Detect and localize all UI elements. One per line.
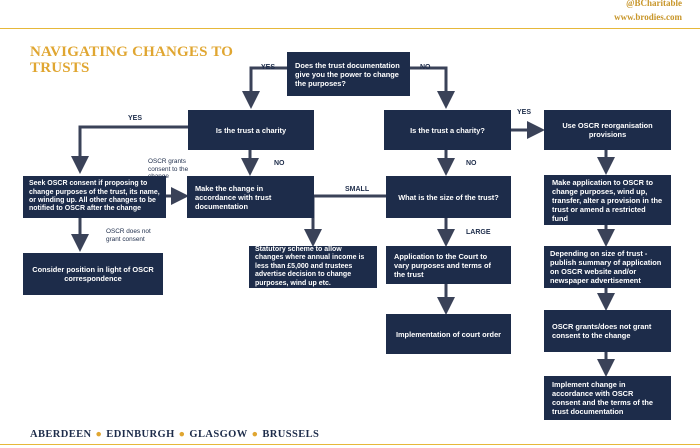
seek-consent-box: Seek OSCR consent if proposing to change… xyxy=(23,176,166,218)
reorg-provisions-text: Use OSCR reorganisation provisions xyxy=(562,121,653,139)
bullet-icon: ● xyxy=(95,429,103,440)
charity-question-left-text: Is the trust a charity xyxy=(215,125,287,135)
bullet-icon: ● xyxy=(178,429,186,440)
label-yes-top: YES xyxy=(261,64,276,71)
arrow-small xyxy=(304,194,386,247)
label-yes-left: YES xyxy=(128,115,143,122)
page-title: NAVIGATING CHANGES TO TRUSTS xyxy=(30,44,234,76)
label-oscr-not-grant: OSCR does not grant consent xyxy=(106,228,151,243)
label-yes-right: YES xyxy=(517,109,532,116)
statutory-scheme-box: Statutory scheme to allow changes where … xyxy=(249,246,377,288)
size-question-box: What is the size of the trust? xyxy=(386,176,511,218)
label-large: LARGE xyxy=(466,229,491,236)
arrow-yes-left xyxy=(71,125,188,174)
twitter-handle: @BCharitable xyxy=(626,0,682,8)
make-application-text: Make application to OSCR to change purpo… xyxy=(552,177,663,223)
charity-question-left-box: Is the trust a charity xyxy=(188,110,314,150)
publish-summary-box: Depending on size of trust - publish sum… xyxy=(544,246,671,288)
size-question-text: What is the size of the trust? xyxy=(398,192,499,202)
implement-change-text: Implement change in accordance with OSCR… xyxy=(552,380,654,416)
charity-question-right-text: Is the trust a charity? xyxy=(410,125,485,135)
office-aberdeen: ABERDEEN xyxy=(30,429,92,440)
label-small: SMALL xyxy=(345,186,370,193)
court-order-box: Implementation of court order xyxy=(386,314,511,354)
make-change-box: Make the change in accordance with trust… xyxy=(187,176,314,218)
statutory-scheme-text: Statutory scheme to allow changes where … xyxy=(255,245,365,287)
application-court-box: Application to the Court to vary purpose… xyxy=(386,246,511,284)
office-brussels: BRUSSELS xyxy=(262,429,320,440)
reorg-provisions-box: Use OSCR reorganisation provisions xyxy=(544,110,671,150)
label-no-left: NO xyxy=(274,160,285,167)
court-order-text: Implementation of court order xyxy=(395,329,502,339)
label-no-right: NO xyxy=(466,160,477,167)
oscr-grants-text: OSCR grants/does not grant consent to th… xyxy=(552,322,652,340)
header-rule xyxy=(0,28,700,29)
office-edinburgh: EDINBURGH xyxy=(106,429,175,440)
arrow-no-top xyxy=(410,66,455,109)
office-glasgow: GLASGOW xyxy=(189,429,248,440)
footer-offices: ABERDEEN●EDINBURGH●GLASGOW●BRUSSELS xyxy=(30,429,319,440)
publish-summary-text: Depending on size of trust - publish sum… xyxy=(550,249,662,285)
consider-position-box: Consider position in light of OSCR corre… xyxy=(23,253,163,295)
implement-change-box: Implement change in accordance with OSCR… xyxy=(544,376,671,420)
website-url: www.brodies.com xyxy=(614,12,682,22)
power-question-text: Does the trust documentation give you th… xyxy=(295,60,400,88)
label-oscr-grants: OSCR grants consent to the change xyxy=(148,158,189,180)
bullet-icon: ● xyxy=(251,429,259,440)
consider-position-text: Consider position in light of OSCR corre… xyxy=(32,265,154,283)
make-application-box: Make application to OSCR to change purpo… xyxy=(544,175,671,225)
power-question-box: Does the trust documentation give you th… xyxy=(287,52,410,96)
seek-consent-text: Seek OSCR consent if proposing to change… xyxy=(29,180,160,213)
label-no-top: NO xyxy=(420,64,431,71)
charity-question-right-box: Is the trust a charity? xyxy=(384,110,511,150)
application-court-text: Application to the Court to vary purpose… xyxy=(394,251,491,279)
arrow-yes-top xyxy=(242,66,287,109)
make-change-text: Make the change in accordance with trust… xyxy=(195,183,272,211)
oscr-grants-box: OSCR grants/does not grant consent to th… xyxy=(544,310,671,352)
footer-rule xyxy=(0,444,700,445)
